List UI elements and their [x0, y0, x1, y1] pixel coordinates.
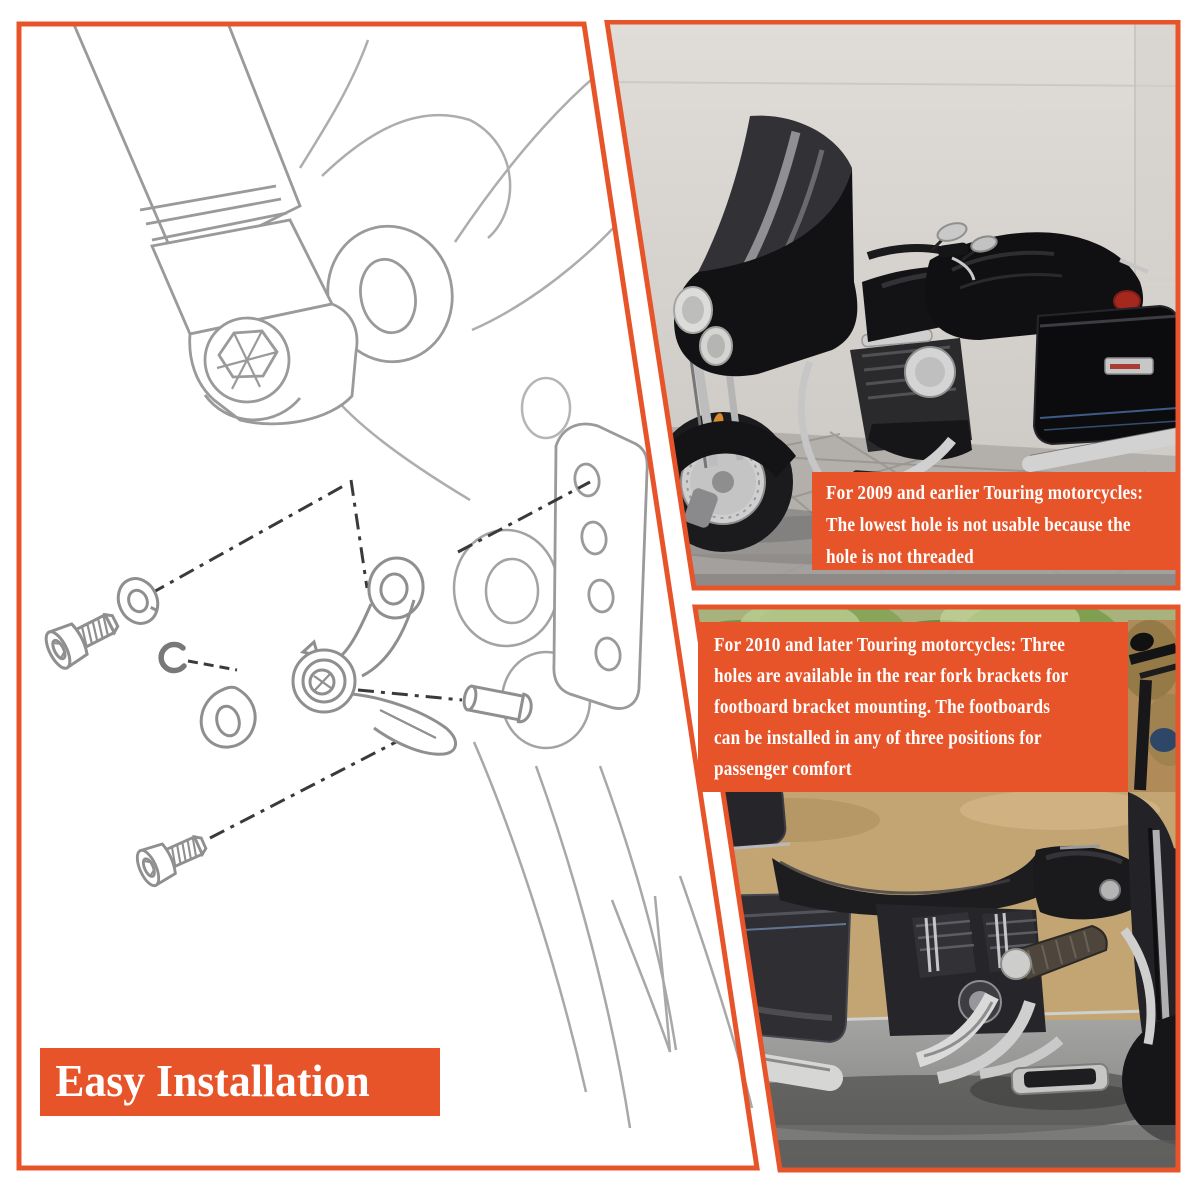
caption-2010-later: For 2010 and later Touring motorcycles: …: [698, 622, 1128, 792]
footboard-bracket: [291, 556, 457, 756]
fork-assembly: [69, 26, 359, 426]
socket-bolt-upper: [39, 601, 126, 674]
caption-line: footboard bracket mounting. The footboar…: [714, 696, 1051, 718]
caption-line: For 2009 and earlier Touring motorcycles…: [826, 482, 1144, 504]
socket-bolt-lower: [131, 824, 213, 891]
caption-2009-earlier: For 2009 and earlier Touring motorcycles…: [812, 472, 1178, 570]
banner-text: Easy Installation: [55, 1055, 370, 1106]
teardrop-spacer: [199, 685, 257, 749]
caption-line: For 2010 and later Touring motorcycles: …: [714, 634, 1066, 656]
clevis-pin: [462, 684, 533, 724]
caption-line: hole is not threaded: [826, 546, 974, 568]
washer: [116, 577, 160, 625]
caption-line: The lowest hole is not usable because th…: [826, 514, 1131, 536]
easy-installation-banner: Easy Installation: [40, 1048, 440, 1116]
caption-line: passenger comfort: [714, 758, 852, 780]
caption-line: can be installed in any of three positio…: [714, 727, 1042, 749]
caption-line: holes are available in the rear fork bra…: [714, 665, 1069, 687]
c-clip: [158, 641, 187, 674]
